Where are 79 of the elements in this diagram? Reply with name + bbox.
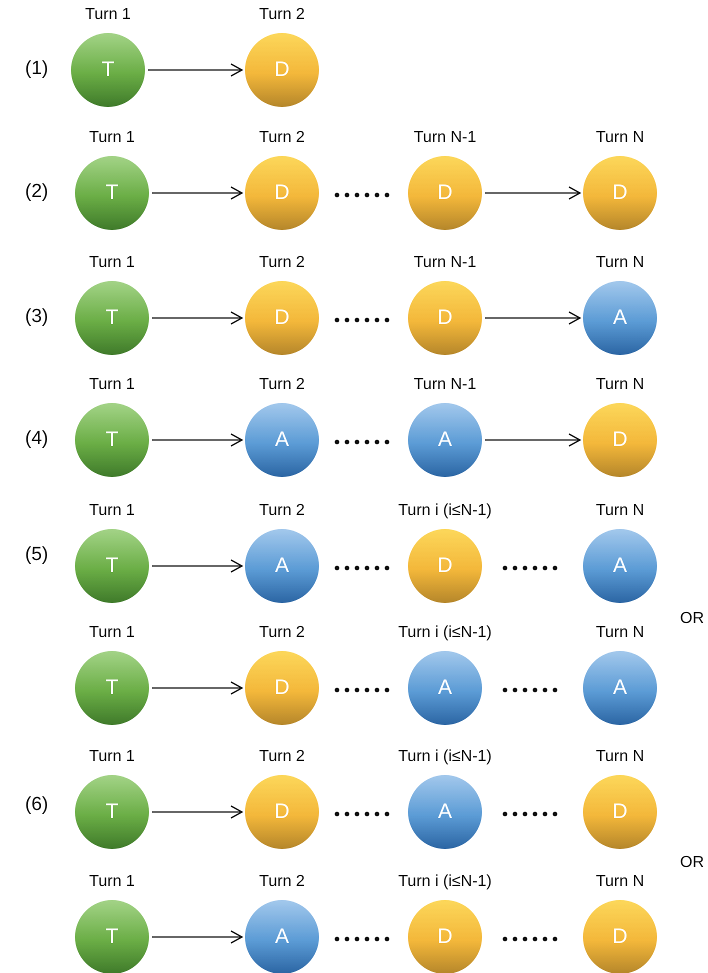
turn-label: Turn 1: [85, 6, 131, 24]
circle-letter: A: [436, 676, 453, 700]
turn-label: Turn N: [596, 129, 644, 147]
arrow: [152, 559, 243, 573]
row-label: OR: [680, 610, 704, 628]
turn-label: Turn 1: [89, 748, 135, 766]
circle-letter: D: [273, 800, 291, 824]
circle-letter: T: [104, 800, 120, 824]
circle-letter: A: [274, 925, 290, 949]
circle-letter: A: [612, 676, 628, 700]
row-label: (4): [25, 428, 48, 450]
arrow: [152, 433, 243, 447]
row-label: (6): [25, 794, 48, 816]
arrow: [148, 63, 243, 77]
arrow: [152, 311, 243, 325]
row-label: (5): [25, 544, 48, 566]
circle-letter: T: [104, 181, 120, 205]
turn-label: Turn 1: [89, 254, 135, 272]
circle-letter: D: [611, 925, 629, 949]
turn-label: Turn N: [596, 873, 644, 891]
turn-label: Turn N: [596, 254, 644, 272]
turn-label: Turn 2: [259, 748, 305, 766]
row-label: (2): [25, 181, 48, 203]
circle-letter: A: [274, 428, 290, 452]
circle-letter: D: [273, 181, 291, 205]
circle-letter: T: [104, 925, 120, 949]
circle-letter: D: [436, 181, 454, 205]
circle-letter: A: [612, 306, 628, 330]
turn-label: Turn i (i≤N-1): [398, 748, 492, 766]
circle-letter: A: [612, 554, 628, 578]
arrow: [152, 186, 243, 200]
turn-label: Turn N: [596, 624, 644, 642]
row-label: OR: [680, 854, 704, 872]
circle-letter: D: [273, 306, 291, 330]
arrow: [485, 311, 581, 325]
row-label: (3): [25, 306, 48, 328]
circle-letter: A: [436, 428, 453, 452]
circle-letter: D: [273, 676, 291, 700]
turn-label: Turn i (i≤N-1): [398, 502, 492, 520]
circle-letter: T: [104, 428, 120, 452]
turn-label: Turn 1: [89, 502, 135, 520]
turn-label: Turn 1: [89, 376, 135, 394]
circle-letter: T: [104, 676, 120, 700]
circle-letter: T: [104, 554, 120, 578]
circle-letter: T: [104, 306, 120, 330]
turn-label: Turn N-1: [414, 129, 476, 147]
turn-label: Turn 2: [259, 6, 305, 24]
arrow: [485, 186, 581, 200]
arrow: [485, 433, 581, 447]
turn-label: Turn 1: [89, 129, 135, 147]
circle-letter: D: [273, 58, 291, 82]
turn-label: Turn 2: [259, 502, 305, 520]
circle-letter: D: [436, 554, 454, 578]
circle-letter: D: [436, 925, 454, 949]
turn-label: Turn 1: [89, 624, 135, 642]
turn-label: Turn 2: [259, 376, 305, 394]
turn-label: Turn N-1: [414, 376, 476, 394]
arrow: [152, 930, 243, 944]
circle-letter: A: [436, 800, 453, 824]
turn-label: Turn N-1: [414, 254, 476, 272]
arrow: [152, 805, 243, 819]
arrow: [152, 681, 243, 695]
turn-label: Turn 2: [259, 254, 305, 272]
row-label: (1): [25, 58, 48, 80]
turn-label: Turn 2: [259, 129, 305, 147]
turn-label: Turn 1: [89, 873, 135, 891]
circle-letter: A: [274, 554, 290, 578]
circle-letter: D: [611, 800, 629, 824]
turn-label: Turn N: [596, 502, 644, 520]
circle-letter: D: [611, 428, 629, 452]
turn-label: Turn N: [596, 748, 644, 766]
circle-letter: D: [436, 306, 454, 330]
turn-label: Turn 2: [259, 873, 305, 891]
turn-label: Turn N: [596, 376, 644, 394]
turn-label: Turn i (i≤N-1): [398, 624, 492, 642]
circle-letter: T: [100, 58, 116, 82]
circle-letter: D: [611, 181, 629, 205]
turn-label: Turn i (i≤N-1): [398, 873, 492, 891]
turn-label: Turn 2: [259, 624, 305, 642]
